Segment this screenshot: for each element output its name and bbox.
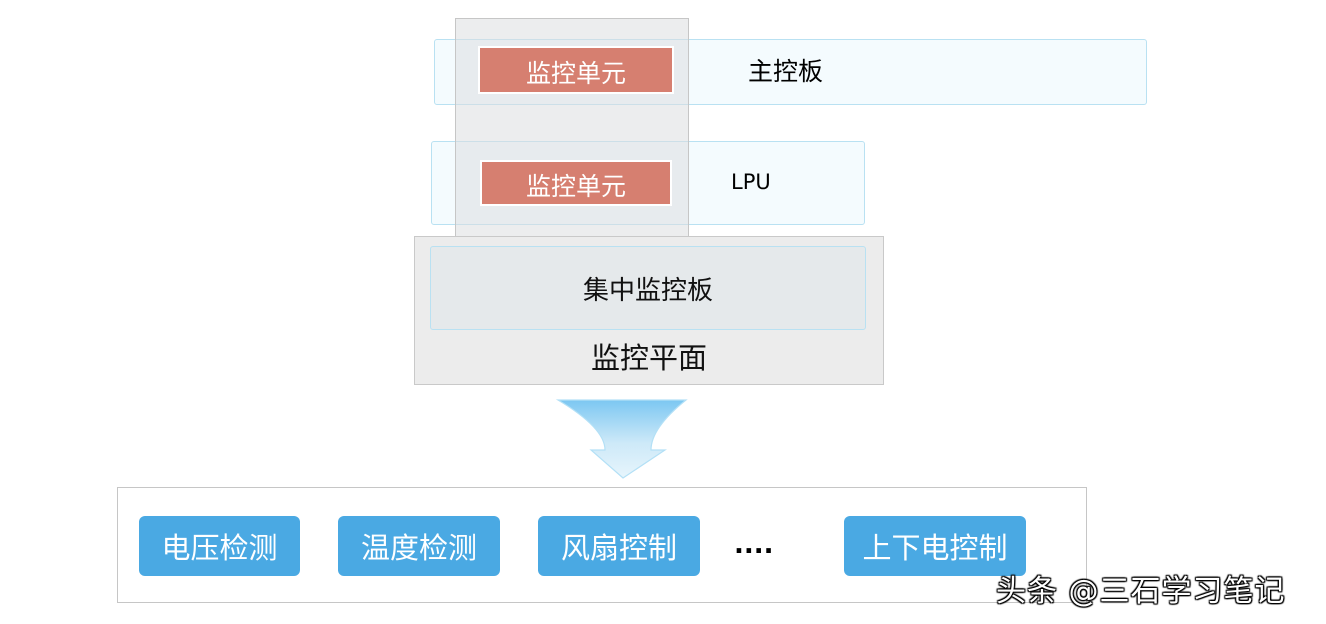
function-temperature-detect-label: 温度检测 [360,531,477,565]
function-fan-control-label: 风扇控制 [560,531,677,565]
lpu-monitor-unit: 监控单元 [480,160,672,206]
main-board-monitor-unit: 监控单元 [478,46,674,94]
main-board-label: 主控板 [748,57,824,86]
lpu-board-label: LPU [731,170,771,194]
function-temperature-detect: 温度检测 [338,516,500,576]
central-monitor-board: 集中监控板 [430,246,866,330]
down-arrow-icon [555,399,688,479]
central-monitor-board-label: 集中监控板 [582,275,713,306]
function-power-control-label: 上下电控制 [862,531,1008,565]
main-board-monitor-unit-label: 监控单元 [525,59,626,88]
monitor-plane-label: 监控平面 [590,341,707,375]
function-ellipsis: .... [734,530,774,560]
lpu-monitor-unit-label: 监控单元 [525,172,626,201]
function-voltage-detect-label: 电压检测 [161,531,278,565]
function-voltage-detect: 电压检测 [139,516,300,576]
function-fan-control: 风扇控制 [538,516,700,576]
function-power-control: 上下电控制 [844,516,1026,576]
watermark: 头条 @三石学习笔记 [996,574,1286,609]
